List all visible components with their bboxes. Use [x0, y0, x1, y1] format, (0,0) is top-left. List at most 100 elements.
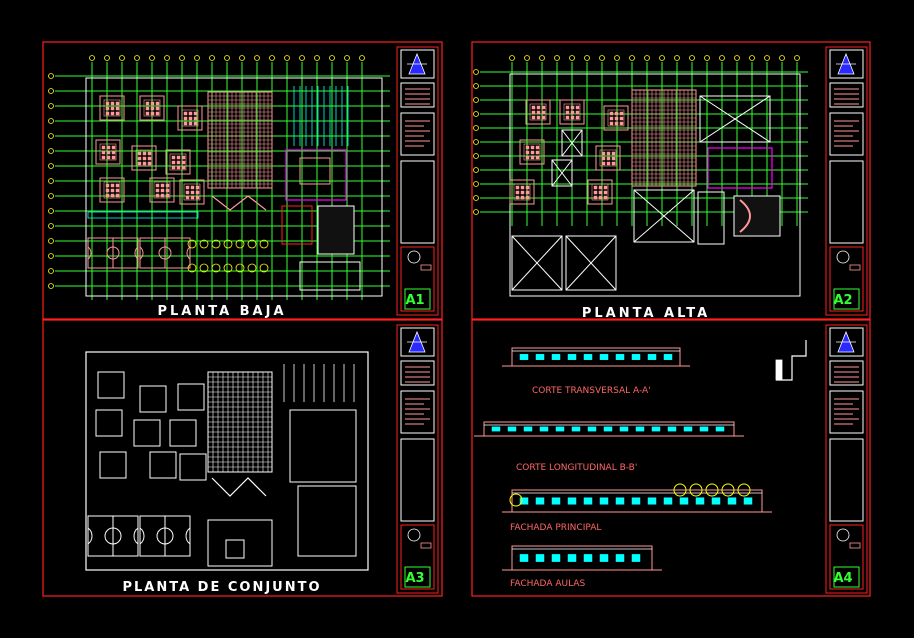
desk: [536, 115, 541, 120]
desk: [570, 110, 575, 115]
desk: [541, 110, 546, 115]
notes-box: [400, 438, 435, 522]
window: [647, 497, 657, 505]
desk: [188, 111, 193, 116]
classroom-inner: [135, 149, 153, 167]
info-box-1: [400, 82, 435, 108]
void-outline: [633, 189, 695, 243]
sheet-code-a3: A3: [405, 571, 424, 586]
desk: [570, 105, 575, 110]
classroom-cluster: [149, 177, 175, 203]
desk: [601, 161, 606, 166]
void-diagonal: [633, 189, 695, 243]
title-block-a1: [396, 46, 439, 316]
grid-bubble: [119, 55, 125, 61]
classroom: [177, 105, 203, 131]
grid-bubble: [284, 55, 290, 61]
window: [539, 426, 549, 432]
grid-bubble: [269, 55, 275, 61]
grid-bubble: [254, 55, 260, 61]
court-circle: [156, 527, 174, 545]
classroom: [131, 145, 157, 171]
grid-bubble: [473, 97, 479, 103]
window: [519, 497, 529, 505]
void-outline: [699, 95, 771, 143]
info-box-2: [400, 390, 435, 434]
grid-bubble: [89, 55, 95, 61]
classroom-inner: [607, 109, 625, 127]
building-outline: [511, 545, 653, 571]
classroom: [99, 95, 125, 121]
desk: [193, 121, 198, 126]
desk: [535, 150, 540, 155]
void-diagonal: [699, 95, 771, 143]
desk: [614, 116, 619, 121]
classroom: [559, 99, 585, 125]
seal-mark: [420, 264, 432, 271]
grid-bubble: [539, 55, 545, 61]
void-outline: [511, 235, 563, 291]
sport-court: [87, 237, 139, 269]
window: [683, 426, 693, 432]
void-box: [551, 159, 573, 187]
classroom-cluster: [99, 177, 125, 203]
logo-box: [400, 327, 435, 357]
window: [599, 554, 609, 562]
classroom-cluster: [525, 99, 551, 125]
sheet-code-a4: A4: [833, 571, 852, 586]
window: [603, 426, 613, 432]
building-footprint: [169, 419, 197, 447]
desk: [105, 183, 110, 188]
void-diagonal: [551, 159, 573, 187]
desk: [105, 106, 110, 111]
void-diagonal: [561, 129, 583, 157]
seal-mark: [420, 542, 432, 549]
grid-bubble: [524, 55, 530, 61]
building-footprint: [179, 453, 207, 481]
desk: [110, 193, 115, 198]
desk: [142, 156, 147, 161]
grid-bubble: [104, 55, 110, 61]
desk: [525, 145, 530, 150]
tree-icon: [247, 239, 257, 249]
desk: [105, 111, 110, 116]
grid-bubble: [314, 55, 320, 61]
grid-bubble: [554, 55, 560, 61]
desk: [115, 188, 120, 193]
desk: [147, 151, 152, 156]
window: [699, 426, 709, 432]
desk: [575, 115, 580, 120]
desk: [609, 116, 614, 121]
desk: [105, 188, 110, 193]
window: [667, 426, 677, 432]
window: [567, 497, 577, 505]
grid-bubble: [239, 55, 245, 61]
desk: [155, 183, 160, 188]
window: [583, 497, 593, 505]
title-block-frame: [396, 324, 439, 594]
desk: [195, 185, 200, 190]
sheet-code-frame: [404, 288, 431, 310]
desk: [195, 190, 200, 195]
notes-box: [400, 160, 435, 244]
desk: [185, 195, 190, 200]
sections-and-elevations: [474, 340, 807, 571]
desk: [142, 151, 147, 156]
window: [615, 497, 625, 505]
window: [519, 554, 529, 562]
court-key-left: [87, 246, 92, 260]
sheet-title-a2: PLANTA ALTA: [582, 306, 710, 321]
desk: [110, 183, 115, 188]
sheet-number-box: [829, 246, 864, 312]
grid-bubble: [48, 238, 54, 244]
grid-bubble: [779, 55, 785, 61]
desk: [188, 121, 193, 126]
sheet-code-frame: [833, 288, 860, 310]
desk: [165, 183, 170, 188]
desk: [115, 183, 120, 188]
grid-bubble: [48, 193, 54, 199]
window: [567, 354, 577, 360]
desk: [111, 145, 116, 150]
hatch: [207, 371, 273, 473]
window: [619, 426, 629, 432]
